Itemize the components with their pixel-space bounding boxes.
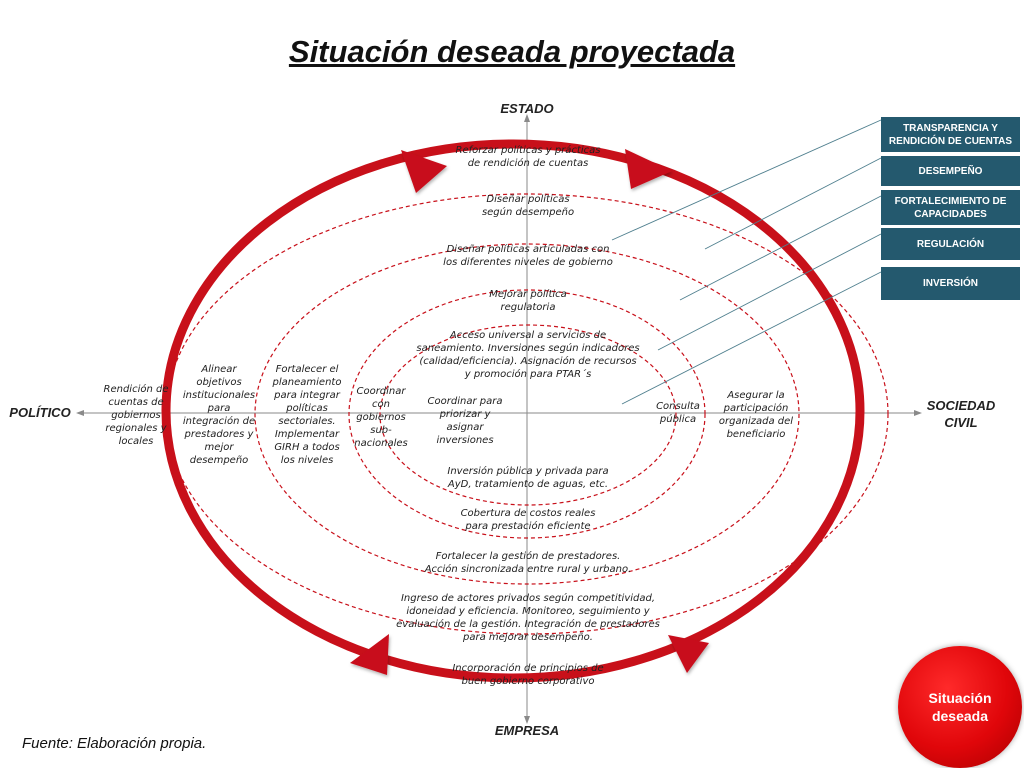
text-consulta-publica: Consulta pública (656, 401, 700, 425)
text-fortalecer-planeamiento: Fortalecer el planeamiento para integrar… (272, 364, 342, 466)
text-acceso-universal: Acceso universal a servicios de saneamie… (416, 330, 640, 380)
ring-arrow-bottom-left (350, 634, 389, 675)
legend-transparencia: TRANSPARENCIA Y RENDICIÓN DE CUENTAS (881, 117, 1020, 152)
axis-arrow-left (76, 410, 84, 416)
text-asegurar-participacion: Asegurar la participación organizada del… (718, 390, 794, 440)
text-disenar-segun-desempeno: Diseñar políticas según desempeño (481, 194, 575, 218)
legend-regulacion: REGULACIÓN (881, 228, 1020, 260)
text-rendicion-gobiernos: Rendición de cuentas de gobiernos region… (103, 384, 169, 447)
leader-line-1 (611, 119, 882, 241)
leader-line-2 (704, 157, 882, 250)
legend-fortalecimiento: FORTALECIMIENTO DE CAPACIDADES (881, 190, 1020, 225)
dashed-ring-4 (379, 324, 677, 506)
text-politicas-articuladas: Diseñar políticas articuladas con los di… (443, 244, 613, 268)
text-coordinar-gobiernos: Coordinar con gobiernos sub- nacionales (354, 386, 408, 449)
axis-arrow-top (524, 114, 530, 122)
text-alinear-objetivos: Alinear objetivos institucionales para i… (182, 364, 256, 466)
page-title: Situación deseada proyectada (288, 34, 736, 69)
text-ingreso-actores-privados: Ingreso de actores privados según compet… (396, 593, 660, 643)
ring-arrow-bottom-right (668, 635, 709, 673)
axis-label-empresa: EMPRESA (494, 723, 560, 738)
axis-label-sociedad-civil: SOCIEDAD CIVIL (926, 398, 996, 430)
leader-line-3 (679, 195, 882, 301)
text-rendicion-cuentas: Reforzar políticas y prácticas de rendic… (455, 145, 601, 169)
leader-line-4 (657, 233, 882, 351)
leader-line-5 (621, 271, 882, 405)
source-note: Fuente: Elaboración propia. (22, 735, 207, 752)
legend-inversion: INVERSIÓN (881, 267, 1020, 300)
ring-arrow-top-right (625, 149, 672, 189)
axis-arrow-right (914, 410, 922, 416)
axis-arrow-bottom (524, 716, 530, 724)
text-politica-regulatoria: Mejorar política regulatoria (489, 289, 567, 313)
text-inversion-publica-privada: Inversión pública y privada para AyD, tr… (447, 466, 609, 490)
text-buen-gobierno: Incorporación de principios de buen gobi… (452, 663, 604, 687)
text-coordinar-inversiones: Coordinar para priorizar y asignar inver… (427, 396, 503, 446)
outer-ring (161, 139, 865, 683)
situacion-deseada-badge: Situación deseada (898, 646, 1022, 768)
dashed-ring-3 (348, 289, 706, 539)
axis-label-politico: POLÍTICO (9, 405, 71, 420)
text-cobertura-costos: Cobertura de costos reales para prestaci… (460, 508, 596, 532)
axis-label-estado: ESTADO (500, 101, 554, 116)
legend-desempeno: DESEMPEÑO (881, 156, 1020, 186)
dashed-ring-2 (254, 243, 800, 585)
text-fortalecer-gestion: Fortalecer la gestión de prestadores. Ac… (424, 551, 632, 575)
ring-arrow-top-left (401, 150, 447, 193)
